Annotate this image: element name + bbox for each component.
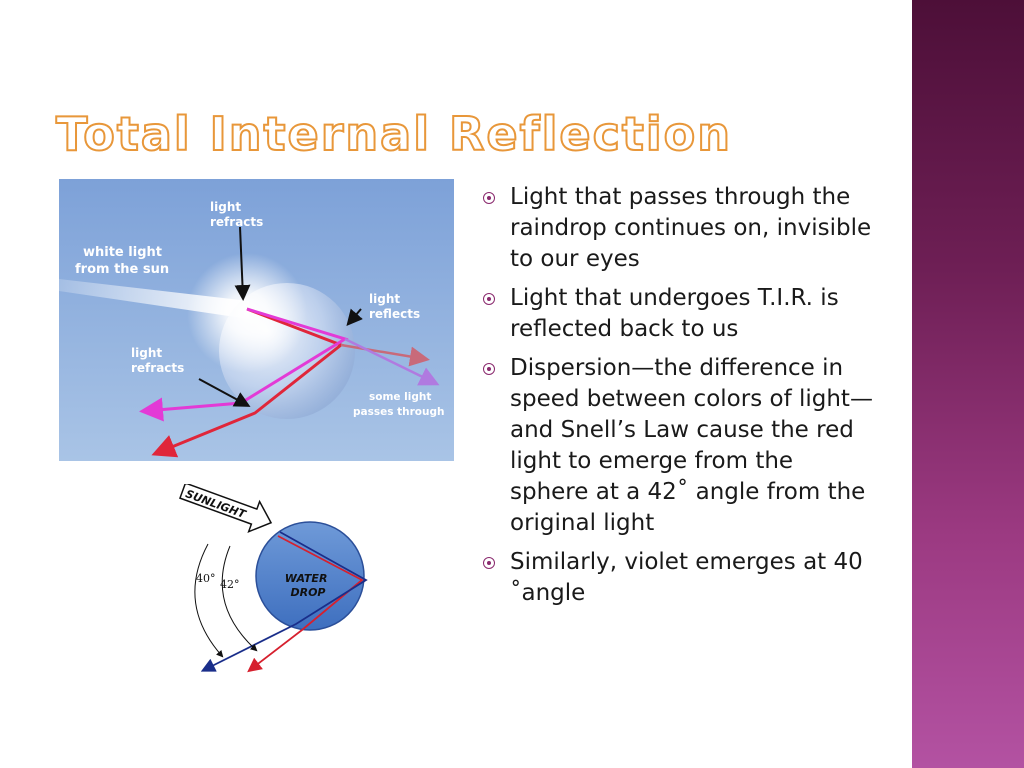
red-ray — [247, 535, 364, 673]
label-reflects: light reflects — [369, 292, 420, 321]
circle-bullet-icon — [483, 363, 495, 375]
bullet-text: Light that undergoes T.I.R. is reflected… — [510, 285, 839, 342]
sun-glow — [187, 253, 307, 373]
pointer-arrow — [234, 226, 251, 301]
violet-ray — [139, 307, 349, 422]
circle-bullet-icon — [483, 557, 495, 569]
violet-passing-ray — [344, 337, 440, 386]
bullet-item: Dispersion—the difference in speed betwe… — [478, 353, 878, 539]
water-drop — [255, 521, 365, 631]
slide-title: Total Internal Reflection — [55, 106, 732, 162]
pointer-arrow — [198, 378, 251, 407]
bullet-item: Similarly, violet emerges at 40 ˚angle — [478, 547, 878, 609]
circle-bullet-icon — [483, 192, 495, 204]
red-passing-ray — [340, 343, 430, 367]
water-drop-label: WATER DROP — [285, 572, 332, 599]
bullet-item: Light that undergoes T.I.R. is reflected… — [478, 283, 878, 345]
raindrop-refraction-figure: white light from the sun light refracts … — [59, 179, 454, 461]
label-passes-through: some light passes through — [353, 391, 444, 418]
bullet-list: Light that passes through the raindrop c… — [478, 182, 878, 617]
bullet-text: Light that passes through the raindrop c… — [510, 184, 872, 272]
label-refracts-top: light refracts — [210, 200, 263, 229]
label-refracts-left: light refracts — [131, 346, 184, 375]
red-ray — [151, 307, 344, 458]
sunlight-arrow: SUNLIGHT — [179, 484, 273, 533]
bullet-text: Dispersion—the difference in speed betwe… — [510, 355, 873, 536]
angle-40-label: 40° — [196, 572, 216, 585]
circle-bullet-icon — [483, 293, 495, 305]
angle-arc-42 — [221, 545, 258, 652]
bullet-item: Light that passes through the raindrop c… — [478, 182, 878, 275]
water-drop-angle-diagram: SUNLIGHT WATER DROP 40° 42° — [179, 484, 368, 673]
decorative-sidebar — [912, 0, 1024, 768]
label-white-light: white light from the sun — [75, 245, 169, 277]
angle-arc-40 — [194, 543, 224, 658]
pointer-arrow — [346, 308, 363, 327]
bullet-text: Similarly, violet emerges at 40 ˚angle — [510, 549, 863, 606]
angle-42-label: 42° — [220, 578, 240, 591]
